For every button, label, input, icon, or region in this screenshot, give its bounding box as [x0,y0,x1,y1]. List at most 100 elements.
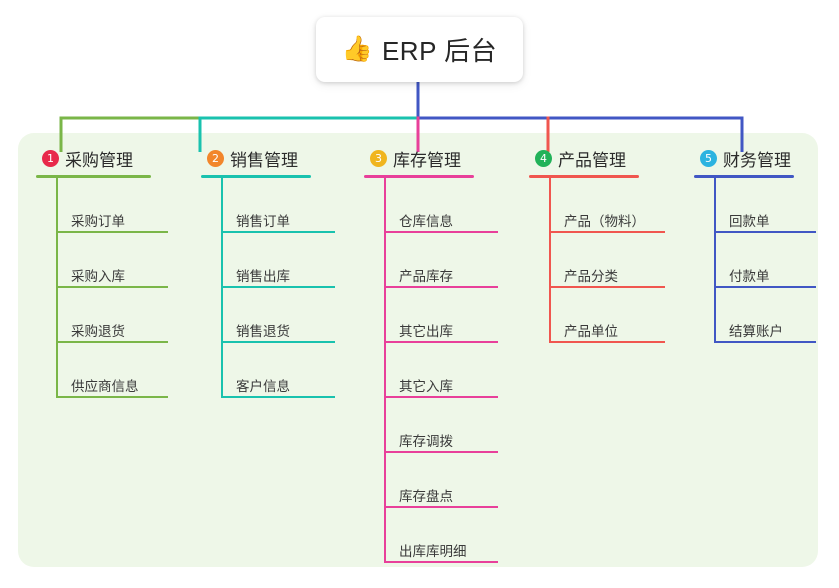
branch-spine [384,178,386,563]
branch-item[interactable]: 其它出库 [366,288,514,343]
branch-item[interactable]: 产品单位 [531,288,679,343]
branch-number-badge: 3 [370,150,387,167]
branch-item-label: 销售订单 [236,214,290,229]
branch-title: 产品管理 [558,151,626,170]
branch-item-label: 付款单 [729,269,770,284]
branch-item-rule [386,506,498,508]
branch-item-rule [58,396,168,398]
branch-item[interactable]: 采购订单 [38,178,191,233]
branch-item-list: 产品（物料） 产品分类产品单位 [529,178,679,343]
branch-item-label: 结算账户 [729,324,783,339]
branch-column-5: 5 财务管理回款单付款单结算账户 [694,146,834,343]
branch-spine [714,178,716,343]
branch-item-rule [386,341,498,343]
root-node[interactable]: 👍 ERP 后台 [316,17,523,82]
branch-title: 销售管理 [230,151,298,170]
thumbs-up-icon: 👍 [341,35,373,63]
branch-item[interactable]: 付款单 [696,233,834,288]
branch-item-list: 回款单付款单结算账户 [694,178,834,343]
root-node-label: ERP 后台 [381,36,498,66]
branch-item-rule [386,451,498,453]
branch-header-5[interactable]: 5 财务管理 [694,146,834,171]
branch-item-rule [716,286,816,288]
branch-spine [221,178,223,398]
branch-item-label: 客户信息 [236,379,290,394]
branch-item-rule [386,231,498,233]
branch-number-badge: 1 [42,150,59,167]
branch-item[interactable]: 产品（物料） [531,178,679,233]
branch-header-3[interactable]: 3 库存管理 [364,146,514,171]
branch-item-label: 采购退货 [71,324,125,339]
branch-item-label: 供应商信息 [71,379,139,394]
branch-header-rule [364,175,474,178]
branch-item[interactable]: 销售订单 [203,178,351,233]
branch-item[interactable]: 库存调拨 [366,398,514,453]
branch-item[interactable]: 产品分类 [531,233,679,288]
branch-item-rule [386,396,498,398]
branch-item-label: 产品单位 [564,324,618,339]
branch-item[interactable]: 销售退货 [203,288,351,343]
branch-item-label: 销售出库 [236,269,290,284]
branch-item[interactable]: 回款单 [696,178,834,233]
branch-item-rule [223,231,335,233]
branch-item-label: 产品分类 [564,269,618,284]
branch-title: 采购管理 [65,151,133,170]
branch-item[interactable]: 销售出库 [203,233,351,288]
branch-header-rule [201,175,311,178]
branch-item-label: 回款单 [729,214,770,229]
branch-item-rule [58,286,168,288]
branch-spine [56,178,58,398]
branch-item[interactable]: 供应商信息 [38,343,191,398]
branch-header-rule [694,175,794,178]
branch-title: 库存管理 [393,151,461,170]
branch-item-rule [223,396,335,398]
branch-item-rule [386,286,498,288]
branch-item-list: 销售订单销售出库销售退货客户信息 [201,178,351,398]
branch-item-label: 采购入库 [71,269,125,284]
branch-item[interactable]: 采购入库 [38,233,191,288]
branch-item-list: 仓库信息产品库存其它出库其它入库库存调拨库存盘点出库库明细 [364,178,514,563]
branch-item-rule [386,561,498,563]
branch-item-rule [58,231,168,233]
branch-column-2: 2 销售管理销售订单销售出库销售退货客户信息 [201,146,351,398]
branch-item-label: 仓库信息 [399,214,453,229]
branch-item-label: 其它出库 [399,324,453,339]
branch-item-rule [58,341,168,343]
branch-header-rule [529,175,639,178]
branch-item-rule [551,341,665,343]
branch-item-label: 出库库明细 [399,544,467,559]
branch-item-rule [223,286,335,288]
branch-item-list: 采购订单采购入库采购退货供应商信息 [36,178,191,398]
branch-item-rule [716,341,816,343]
branch-item[interactable]: 库存盘点 [366,453,514,508]
branch-item-label: 库存盘点 [399,489,453,504]
branch-item[interactable]: 其它入库 [366,343,514,398]
branch-item[interactable]: 结算账户 [696,288,834,343]
branch-header-2[interactable]: 2 销售管理 [201,146,351,171]
branch-item-label: 库存调拨 [399,434,453,449]
branch-item-rule [716,231,816,233]
branch-item[interactable]: 仓库信息 [366,178,514,233]
branch-item-rule [551,231,665,233]
branch-item-label: 销售退货 [236,324,290,339]
branch-column-1: 1 采购管理采购订单采购入库采购退货供应商信息 [36,146,191,398]
branch-item-label: 产品库存 [399,269,453,284]
branch-spine [549,178,551,343]
branch-item[interactable]: 出库库明细 [366,508,514,563]
branch-header-rule [36,175,151,178]
branch-title: 财务管理 [723,151,791,170]
branch-item[interactable]: 采购退货 [38,288,191,343]
branch-item-label: 采购订单 [71,214,125,229]
branch-number-badge: 5 [700,150,717,167]
branch-header-1[interactable]: 1 采购管理 [36,146,191,171]
branch-item[interactable]: 客户信息 [203,343,351,398]
branch-item-rule [223,341,335,343]
branch-item-label: 其它入库 [399,379,453,394]
branch-item-label: 产品（物料） [564,214,645,229]
branch-item-rule [551,286,665,288]
branch-number-badge: 2 [207,150,224,167]
branch-item[interactable]: 产品库存 [366,233,514,288]
